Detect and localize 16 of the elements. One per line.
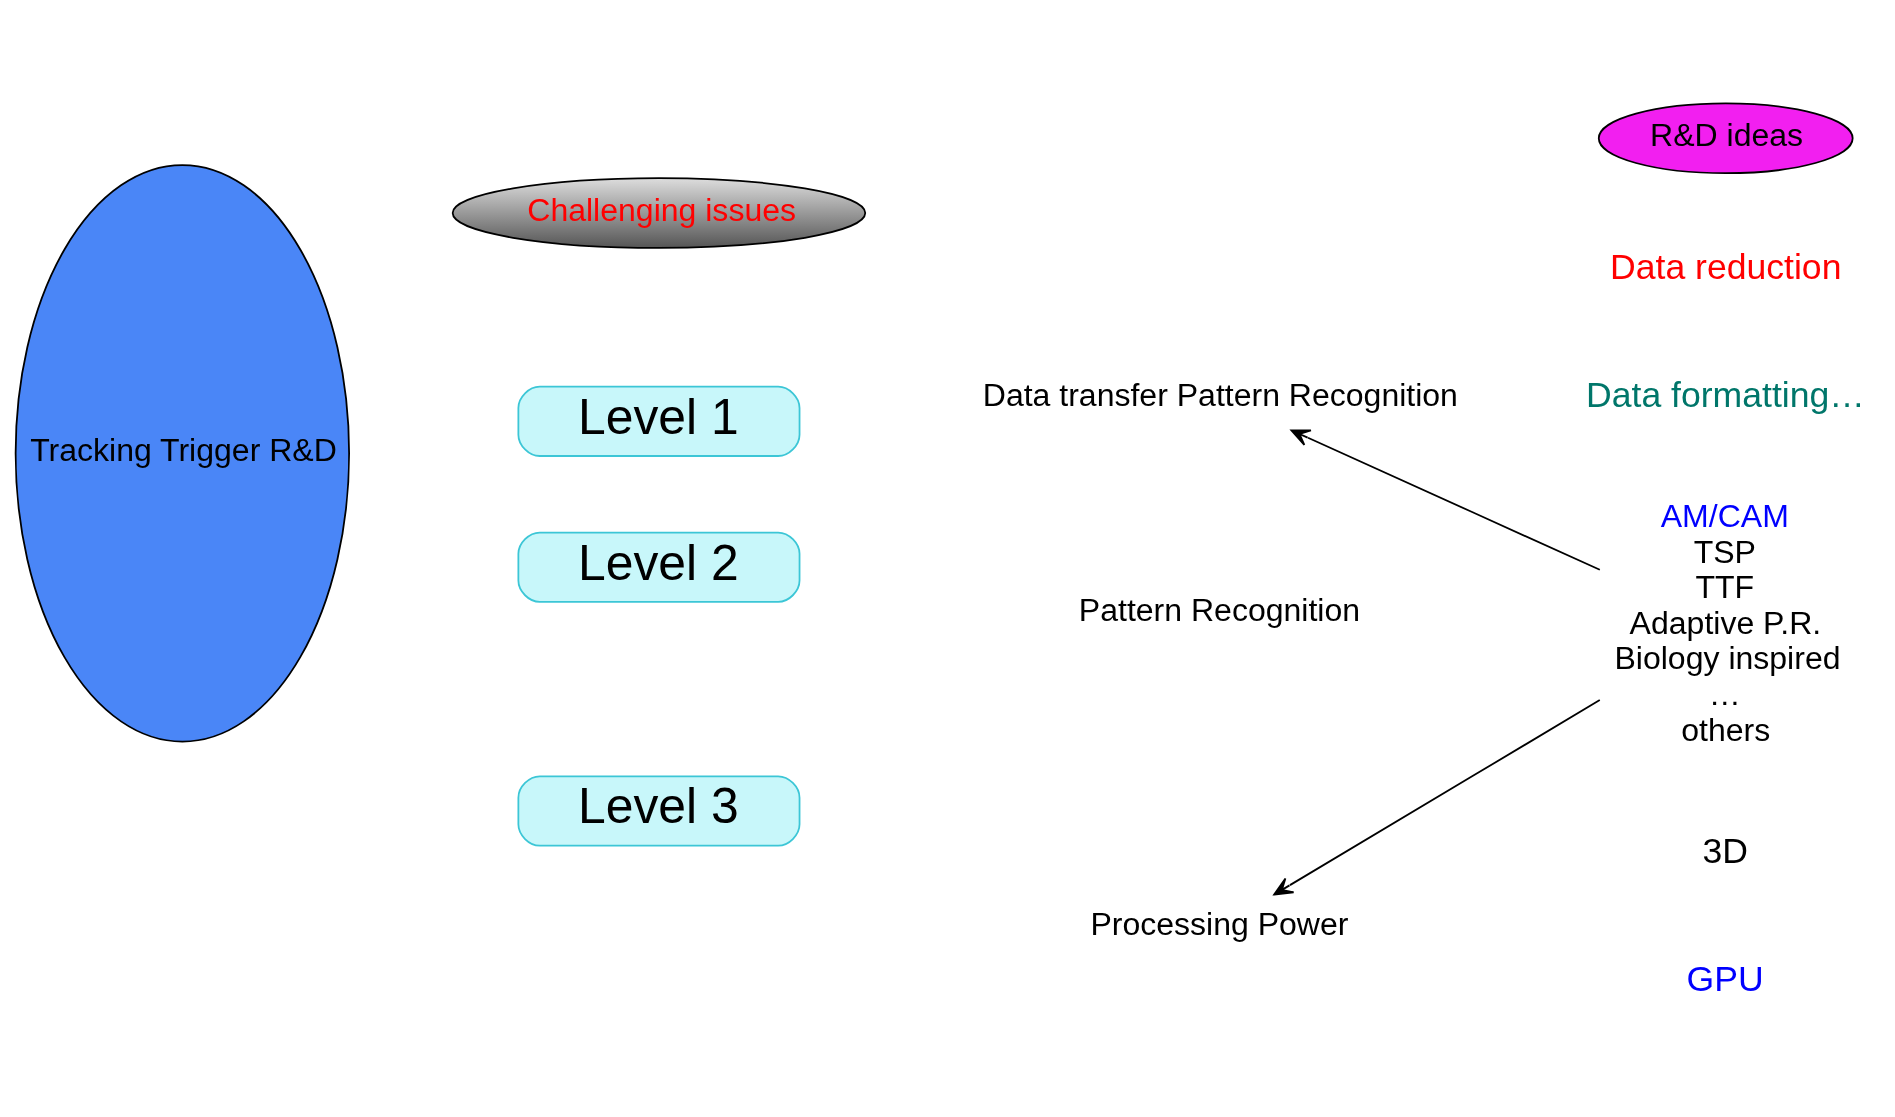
node-ellipse: Tracking Trigger R&D [14, 164, 350, 743]
label: GPU [1686, 958, 1764, 999]
node-box: Level 1 [517, 385, 801, 457]
label: Data formatting… [1586, 375, 1865, 416]
label: 3D [1702, 830, 1749, 871]
node-ellipse: R&D ideas [1597, 102, 1854, 175]
label: Data reduction [1610, 246, 1842, 287]
node-text: Pattern Recognition [1078, 592, 1361, 629]
arrow [1290, 429, 1601, 571]
node-box: Level 2 [517, 531, 801, 603]
node-text: Processing Power [1090, 905, 1349, 942]
node-box: Level 3 [517, 775, 801, 847]
arrow [1273, 699, 1601, 896]
node-text: Data transfer Pattern Recognition [982, 376, 1458, 413]
node-text: AM/CAM TSP TTF Adaptive P.R. Biology inspired … others [1614, 498, 1841, 748]
node-ellipse: Challenging issues [451, 177, 867, 249]
